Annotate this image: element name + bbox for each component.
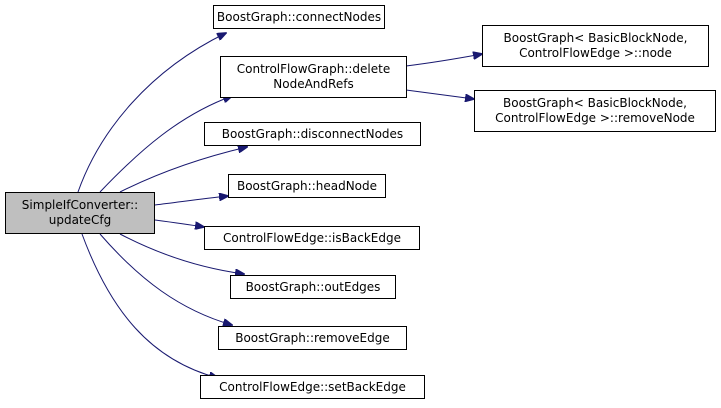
node-deletenodeandrefs[interactable]: ControlFlowGraph::delete NodeAndRefs (220, 56, 407, 98)
node-updatecfg[interactable]: SimpleIfConverter:: updateCfg (5, 192, 155, 234)
node-setbackedge[interactable]: ControlFlowEdge::setBackEdge (200, 375, 425, 399)
node-isbackedge[interactable]: ControlFlowEdge::isBackEdge (204, 226, 420, 250)
edge-deletenodeandrefs-node (405, 54, 482, 67)
edge-deletenodeandrefs-removenode (405, 89, 474, 99)
node-label: BoostGraph< BasicBlockNode, (503, 31, 688, 45)
node-headnode[interactable]: BoostGraph::headNode (228, 174, 386, 198)
node-boostgraph-node[interactable]: BoostGraph< BasicBlockNode, ControlFlowE… (482, 25, 709, 67)
node-label: ControlFlowEdge >::removeNode (495, 111, 695, 125)
edge-updatecfg-connectnodes (77, 33, 226, 193)
node-label: BoostGraph::headNode (236, 178, 378, 193)
node-label: NodeAndRefs (273, 77, 354, 91)
node-label: BoostGraph::removeEdge (235, 330, 390, 345)
edge-updatecfg-isbackedge (154, 219, 204, 227)
node-label: SimpleIfConverter:: (21, 198, 139, 212)
edge-updatecfg-deletenodeandrefs (99, 96, 232, 193)
node-outedges[interactable]: BoostGraph::outEdges (230, 275, 396, 299)
node-label: BoostGraph::outEdges (245, 279, 381, 294)
node-label: ControlFlowEdge::setBackEdge (219, 379, 406, 394)
node-removeedge[interactable]: BoostGraph::removeEdge (218, 326, 407, 350)
edge-updatecfg-outedges (119, 233, 244, 274)
node-label: ControlFlowEdge::isBackEdge (223, 230, 401, 245)
edge-updatecfg-headnode (154, 196, 228, 206)
edge-updatecfg-disconnectnodes (119, 147, 247, 193)
node-label: BoostGraph::disconnectNodes (221, 126, 404, 141)
edge-updatecfg-removeedge (99, 233, 232, 325)
node-boostgraph-removenode[interactable]: BoostGraph< BasicBlockNode, ControlFlowE… (474, 90, 716, 132)
node-label: updateCfg (48, 213, 112, 227)
node-label: ControlFlowGraph::delete (236, 62, 391, 76)
node-label: BoostGraph::connectNodes (216, 9, 382, 24)
edge-updatecfg-setbackedge (81, 233, 218, 378)
node-connectnodes[interactable]: BoostGraph::connectNodes (213, 5, 385, 29)
node-label: ControlFlowEdge >::node (519, 46, 672, 60)
node-disconnectnodes[interactable]: BoostGraph::disconnectNodes (204, 122, 421, 146)
node-label: BoostGraph< BasicBlockNode, (503, 96, 687, 110)
